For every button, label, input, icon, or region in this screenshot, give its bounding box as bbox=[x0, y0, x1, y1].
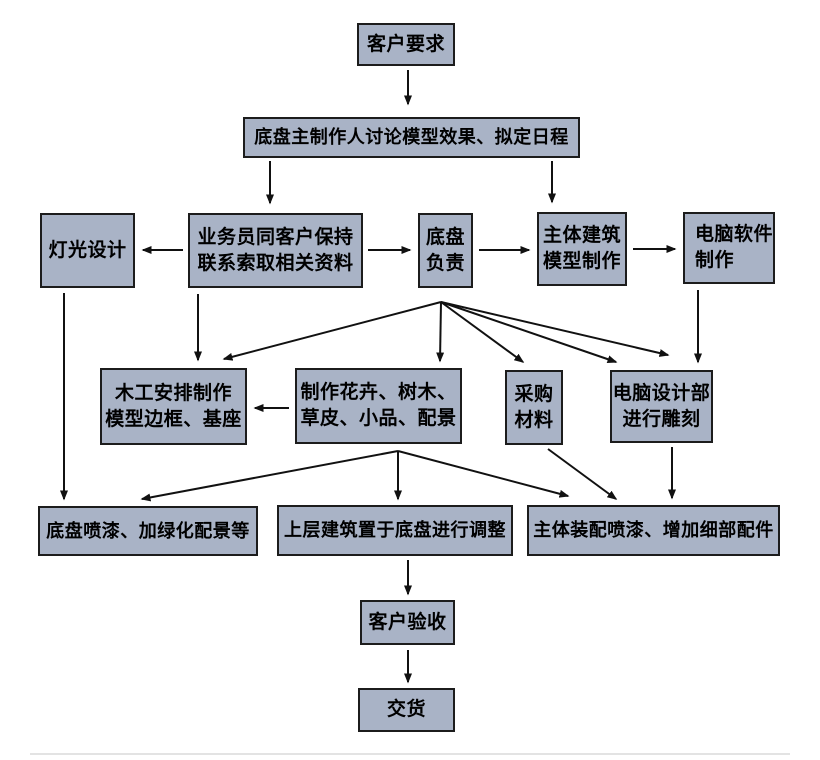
node-delivery: 交货 bbox=[358, 688, 455, 732]
node-computer-software: 电脑软件 制作 bbox=[683, 212, 775, 284]
node-main-building: 主体建筑 模型制作 bbox=[537, 212, 627, 286]
edge-chassislead-to-purchase bbox=[440, 301, 525, 363]
node-discuss-schedule: 底盘主制作人讨论模型效果、拟定日程 bbox=[243, 117, 580, 158]
node-customer-requirements: 客户要求 bbox=[357, 23, 455, 66]
bottom-artifact-line bbox=[30, 753, 790, 755]
node-purchase-materials: 采购 材料 bbox=[505, 370, 563, 445]
edge-chassislead-to-carpentry bbox=[222, 301, 442, 361]
edge-flowers-to-mainassembly bbox=[397, 450, 570, 498]
edge-chassislead-to-designdept-left bbox=[440, 301, 618, 364]
node-carpentry: 木工安排制作 模型边框、基座 bbox=[100, 368, 247, 445]
node-lighting-design: 灯光设计 bbox=[40, 213, 135, 288]
edge-flowers-to-chassispainting bbox=[140, 450, 399, 502]
node-main-assembly: 主体装配喷漆、增加细部配件 bbox=[527, 505, 780, 556]
edge-purchase-to-mainassembly bbox=[547, 448, 618, 500]
edge-chassislead-to-designdept bbox=[440, 301, 670, 357]
node-computer-design-dept: 电脑设计部 进行雕刻 bbox=[610, 370, 713, 443]
node-flowers-trees: 制作花卉、树木、 草皮、小品、配景 bbox=[295, 368, 462, 444]
edge-chassislead-to-flowers bbox=[436, 301, 445, 363]
node-upper-structure: 上层建筑置于底盘进行调整 bbox=[277, 505, 513, 556]
node-sales-contact: 业务员同客户保持 联系索取相关资料 bbox=[188, 213, 363, 288]
node-customer-acceptance: 客户验收 bbox=[360, 600, 455, 645]
node-chassis-painting: 底盘喷漆、加绿化配景等 bbox=[38, 506, 258, 556]
node-chassis-lead: 底盘 负责 bbox=[418, 213, 473, 288]
